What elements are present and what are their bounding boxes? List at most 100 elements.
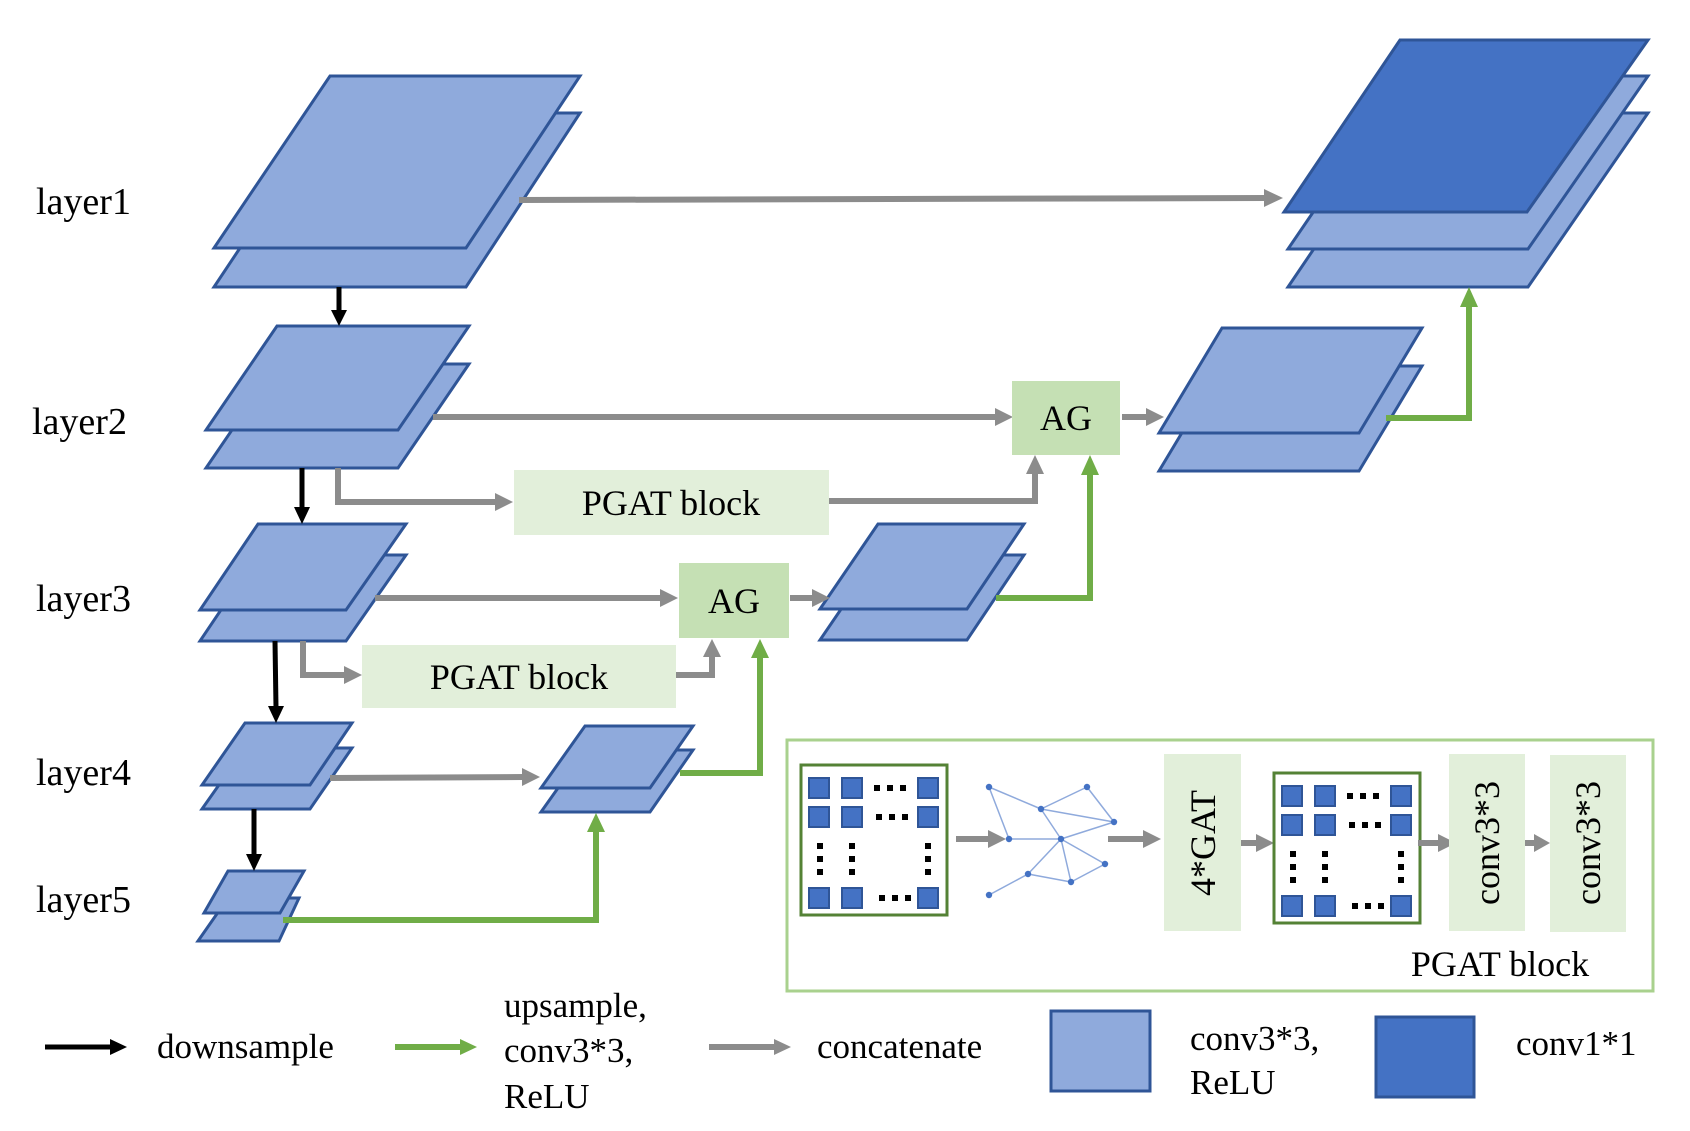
legend-conv1x1-label: conv1*1	[1516, 1024, 1637, 1063]
ellipsis-dot	[892, 895, 898, 901]
graph-edge	[1040, 786, 1088, 810]
legend: downsample upsample, conv3*3, ReLU conca…	[45, 986, 1637, 1116]
upsample-arrow-layer4	[680, 639, 769, 776]
ellipsis-dot	[817, 869, 823, 875]
graph-node	[985, 783, 993, 791]
ellipsis-dot	[849, 843, 855, 849]
layer3-label: layer3	[36, 578, 131, 620]
ellipsis-dot	[889, 814, 895, 820]
concat-arrow-pgat2-ag	[676, 639, 721, 678]
patch-cell	[1314, 785, 1336, 807]
ellipsis-dot	[1322, 851, 1328, 857]
pgat-arrow-conv-conv	[1525, 834, 1550, 852]
pgat-output-patch-grid	[1272, 771, 1422, 925]
patch-cell	[1281, 814, 1303, 836]
patch-cell	[917, 887, 939, 909]
upsample-arrow-layer3	[996, 455, 1099, 601]
layer2-decoder-plane-front	[1156, 326, 1425, 435]
legend-conv3x3-line2: ReLU	[1190, 1063, 1276, 1102]
legend-conv1x1-swatch	[1374, 1015, 1476, 1099]
legend-concatenate: concatenate	[709, 1027, 982, 1066]
graph-edge	[988, 873, 1029, 896]
graph-edge	[988, 786, 1042, 810]
pgat-conv-box-2: conv3*3	[1550, 755, 1626, 932]
pgat-detail-panel: 4*GAT conv3*3 conv3*3 PGAT block	[785, 738, 1655, 993]
ellipsis-dot	[1347, 793, 1353, 799]
ellipsis-dot	[902, 814, 908, 820]
graph-node	[1101, 860, 1109, 868]
layer5-feature-map	[195, 869, 307, 943]
pgat-gat-label: 4*GAT	[1183, 790, 1223, 896]
pgat-conv-label-1: conv3*3	[1467, 781, 1507, 905]
layer5-label: layer5	[36, 879, 131, 921]
legend-conv3x3-swatch	[1049, 1009, 1152, 1093]
layer3-feature-map	[197, 522, 409, 643]
legend-conv3x3: conv3*3, ReLU	[1049, 1009, 1319, 1102]
legend-upsample-line2: conv3*3,	[504, 1031, 633, 1070]
layer5-plane-front	[201, 869, 307, 915]
patch-cell	[1314, 814, 1336, 836]
layer4-decoder-plane-front	[538, 724, 696, 790]
legend-downsample: downsample	[45, 1027, 334, 1066]
layer4-decoder-map	[538, 724, 696, 814]
legend-concatenate-label: concatenate	[817, 1027, 982, 1066]
legend-downsample-arrow-icon	[110, 1039, 127, 1055]
graph-node	[1024, 870, 1032, 878]
ellipsis-dot	[925, 856, 931, 862]
concat-arrow-layer3-ag	[375, 589, 678, 607]
graph-edge	[1027, 873, 1072, 883]
ellipsis-dot	[1375, 822, 1381, 828]
graph-node	[1057, 835, 1065, 843]
patch-cell	[917, 777, 939, 799]
downsample-arrow-3-4	[268, 640, 284, 723]
patch-cell	[808, 806, 830, 828]
downsample-arrow-4-5	[246, 809, 262, 871]
graph-node	[1067, 878, 1075, 886]
ellipsis-dot	[1290, 851, 1296, 857]
upsample-arrow-layer5	[283, 813, 605, 923]
graph-edge	[1060, 821, 1115, 840]
layer1-label: layer1	[36, 181, 131, 223]
ellipsis-dot	[1365, 903, 1371, 909]
attention-gate-lower-label: AG	[708, 581, 760, 621]
legend-conv1x1: conv1*1	[1374, 1015, 1637, 1099]
ellipsis-dot	[1349, 822, 1355, 828]
pgat-block-layer3: PGAT block	[362, 645, 676, 708]
pgat-arrow-gat-grid	[1241, 834, 1274, 852]
layer4-label: layer4	[36, 752, 131, 794]
ellipsis-dot	[1398, 851, 1404, 857]
layer1-feature-map	[211, 74, 583, 289]
attention-gate-upper: AG	[1012, 381, 1120, 455]
ellipsis-dot	[925, 869, 931, 875]
ellipsis-dot	[1373, 793, 1379, 799]
patch-cell	[808, 887, 830, 909]
ellipsis-dot	[874, 785, 880, 791]
attention-gate-lower: AG	[679, 563, 789, 638]
downsample-arrow-2-3	[294, 468, 310, 524]
patch-cell	[917, 806, 939, 828]
ellipsis-dot	[1290, 864, 1296, 870]
concat-arrow-ag1-layer2-decoder	[1122, 408, 1164, 426]
ellipsis-dot	[1362, 822, 1368, 828]
patch-cell	[1281, 895, 1303, 917]
layer3-plane-front	[197, 522, 409, 612]
graph-node	[1083, 783, 1091, 791]
patch-cell	[841, 777, 863, 799]
legend-upsample-line3: ReLU	[504, 1077, 590, 1116]
ellipsis-dot	[1322, 877, 1328, 883]
graph-edge	[1040, 808, 1115, 823]
graph-edge	[1060, 838, 1106, 865]
pgat-graph	[985, 783, 1118, 899]
output-plane-conv1x1	[1281, 38, 1651, 214]
pgat-arrow-graph-gat	[1108, 830, 1161, 848]
pgat-gat-box: 4*GAT	[1164, 754, 1241, 931]
ellipsis-dot	[1398, 864, 1404, 870]
layer4-feature-map	[199, 721, 355, 811]
attention-gate-upper-label: AG	[1040, 398, 1092, 438]
pgat-conv-box-1: conv3*3	[1449, 754, 1525, 931]
ellipsis-dot	[817, 843, 823, 849]
concat-arrow-pgat1-ag	[829, 455, 1044, 504]
pgat-arrow-grid-conv	[1418, 834, 1456, 852]
downsample-arrow-1-2	[331, 287, 347, 326]
graph-node	[985, 891, 993, 899]
